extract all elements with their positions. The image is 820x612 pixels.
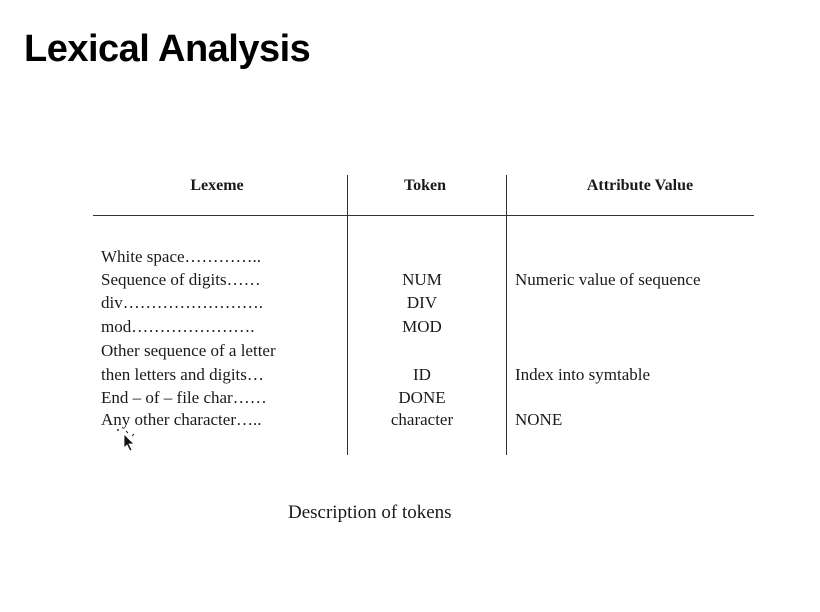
row-token: DONE — [398, 388, 446, 407]
row-lexeme: Any other character….. — [101, 410, 262, 429]
row-lexeme: div……………………. — [101, 293, 263, 312]
header-lexeme: Lexeme — [190, 177, 244, 194]
row-lexeme: White space………….. — [101, 247, 262, 266]
row-token: character — [390, 410, 454, 429]
row-token: ID — [413, 365, 431, 384]
row-token: NUM — [402, 270, 442, 289]
row-attribute: NONE — [515, 410, 563, 429]
column-divider-2 — [506, 175, 507, 455]
mouse-cursor-icon — [117, 429, 135, 452]
header-token: Token — [403, 177, 447, 194]
row-attribute: Index into symtable — [515, 365, 651, 384]
row-lexeme: End – of – file char…… — [101, 388, 267, 407]
row-attribute: Numeric value of sequence — [515, 270, 701, 289]
slide-title: Lexical Analysis — [24, 28, 311, 70]
row-token: MOD — [402, 317, 442, 336]
table-caption: Description of tokens — [288, 502, 452, 523]
header-divider — [93, 215, 754, 216]
row-lexeme: Other sequence of a letter — [101, 341, 276, 360]
row-token: DIV — [406, 293, 438, 312]
row-lexeme: Sequence of digits…… — [101, 270, 261, 289]
header-attribute-value: Attribute Value — [586, 177, 694, 194]
row-lexeme: mod…………………. — [101, 317, 255, 336]
row-lexeme: then letters and digits… — [101, 365, 264, 384]
column-divider-1 — [347, 175, 348, 455]
